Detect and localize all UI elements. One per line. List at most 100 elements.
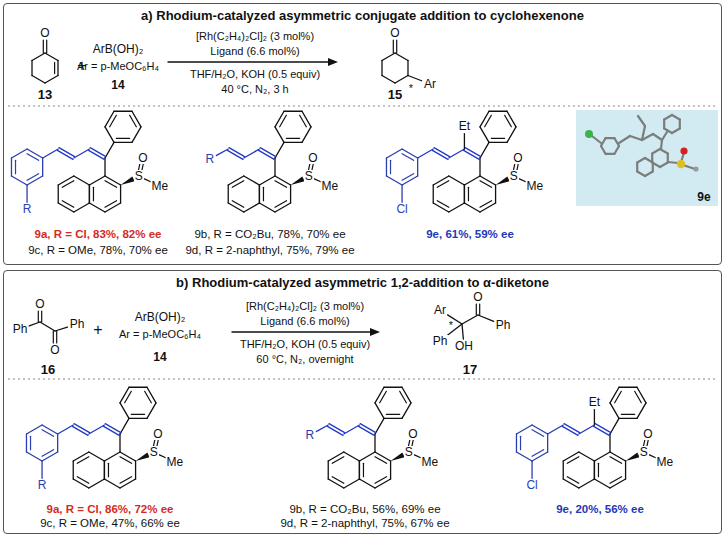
ring-double-bond — [375, 457, 387, 464]
ring-bond — [384, 387, 402, 388]
double-bond-line — [46, 40, 47, 53]
ring-bond — [302, 127, 311, 143]
ligand-result: 9e, 20%, 56% ee — [556, 503, 644, 516]
ring-bond — [359, 461, 360, 479]
ring-bond — [32, 53, 45, 61]
sulfur-atom — [677, 160, 685, 168]
ring-bond — [275, 203, 291, 212]
ring-bond — [433, 203, 449, 212]
bond-line — [480, 142, 489, 158]
atom-label: Ph — [69, 318, 86, 330]
panel-heading: b) Rhodium-catalyzed asymmetric 1,2-addi… — [4, 275, 721, 290]
double-bond-line — [479, 304, 480, 315]
double-bond-line — [38, 311, 39, 322]
crystal-stick — [636, 163, 638, 172]
ring-double-bond — [62, 181, 74, 188]
bond-line — [28, 322, 40, 326]
ring-bond — [464, 185, 465, 203]
double-bond-line — [259, 150, 275, 159]
ring-bond — [42, 158, 43, 176]
atom-label: R — [305, 429, 316, 441]
bond-line — [479, 158, 480, 176]
ring-bond — [480, 176, 496, 185]
ring-double-bond — [125, 391, 132, 403]
ring-double-bond — [232, 201, 244, 208]
ring-bond — [27, 149, 43, 158]
wedge-bond — [136, 453, 150, 461]
ring-bond — [26, 425, 42, 434]
atom-label: Ph — [12, 323, 29, 335]
ring-bond — [619, 418, 637, 419]
text-label: THF/H₂O, KOH (0.5 equiv) — [240, 338, 370, 351]
text-label: * — [449, 319, 453, 332]
compound-number: 15 — [388, 88, 402, 103]
crystal-stick — [619, 136, 630, 143]
ring-double-bond — [532, 430, 544, 437]
atom-label: O — [407, 428, 418, 440]
ring-double-bond — [332, 477, 344, 484]
ring-bond — [381, 61, 382, 76]
ring-double-bond — [635, 391, 642, 403]
atom-label: S — [134, 170, 144, 182]
ring-bond — [104, 461, 105, 479]
ring-double-bond — [485, 115, 492, 127]
reaction-arrow — [232, 331, 373, 332]
bond-line — [40, 322, 55, 331]
ring-double-bond — [480, 201, 492, 208]
ring-double-bond — [491, 138, 504, 139]
crystal-stick — [660, 163, 668, 168]
ring-bond — [344, 452, 360, 461]
ring-bond — [507, 127, 516, 143]
atom-label: S — [149, 446, 159, 458]
ring-bond — [594, 479, 610, 488]
crystal-stick — [664, 129, 672, 134]
ring-bond — [89, 176, 105, 185]
ring-bond — [244, 203, 260, 212]
compound-number: 9e — [697, 191, 710, 205]
ring-bond — [382, 53, 395, 61]
crystal-structure-backdrop — [576, 110, 718, 206]
ring-double-bond — [30, 436, 31, 449]
ring-bond — [45, 76, 58, 84]
ring-bond — [290, 185, 291, 203]
ring-bond — [114, 111, 132, 112]
atom-label: Cl — [395, 203, 408, 215]
crystal-stick — [645, 172, 653, 177]
text-label: THF/H₂O, KOH (0.5 equiv) — [190, 68, 320, 81]
ring-bond — [120, 479, 136, 488]
bond-line — [74, 149, 90, 158]
crystal-stick — [660, 149, 668, 154]
atom-label: Me — [526, 180, 545, 192]
ring-bond — [58, 203, 74, 212]
text-label: * — [409, 82, 413, 95]
ring-bond — [104, 479, 120, 488]
ring-double-bond — [286, 138, 299, 139]
crystal-stick — [663, 120, 665, 129]
ring-bond — [58, 176, 74, 185]
ring-double-bond — [610, 477, 622, 484]
double-bond-line — [104, 426, 120, 435]
ring-bond — [375, 387, 384, 403]
wedge-bond — [291, 177, 305, 185]
ring-double-bond — [363, 463, 364, 476]
text-label: + — [93, 321, 102, 339]
crystal-stick — [653, 134, 662, 140]
ring-bond — [480, 111, 489, 127]
ring-double-bond — [375, 477, 387, 484]
crystal-stick — [615, 146, 620, 154]
double-bond-line — [56, 331, 57, 343]
ring-double-bond — [390, 160, 391, 173]
compound-number: 14 — [153, 351, 166, 365]
ring-bond — [26, 434, 27, 452]
ring-bond — [58, 185, 59, 203]
ring-bond — [129, 418, 147, 419]
ring-double-bond — [263, 187, 264, 200]
crystal-stick — [637, 172, 645, 177]
chlorine-atom — [585, 130, 593, 138]
ring-bond — [464, 203, 480, 212]
ring-bond — [386, 176, 402, 185]
crystal-stick — [642, 126, 645, 140]
ring-bond — [104, 461, 105, 479]
ring-double-bond — [402, 174, 414, 181]
ring-double-bond — [130, 115, 137, 127]
